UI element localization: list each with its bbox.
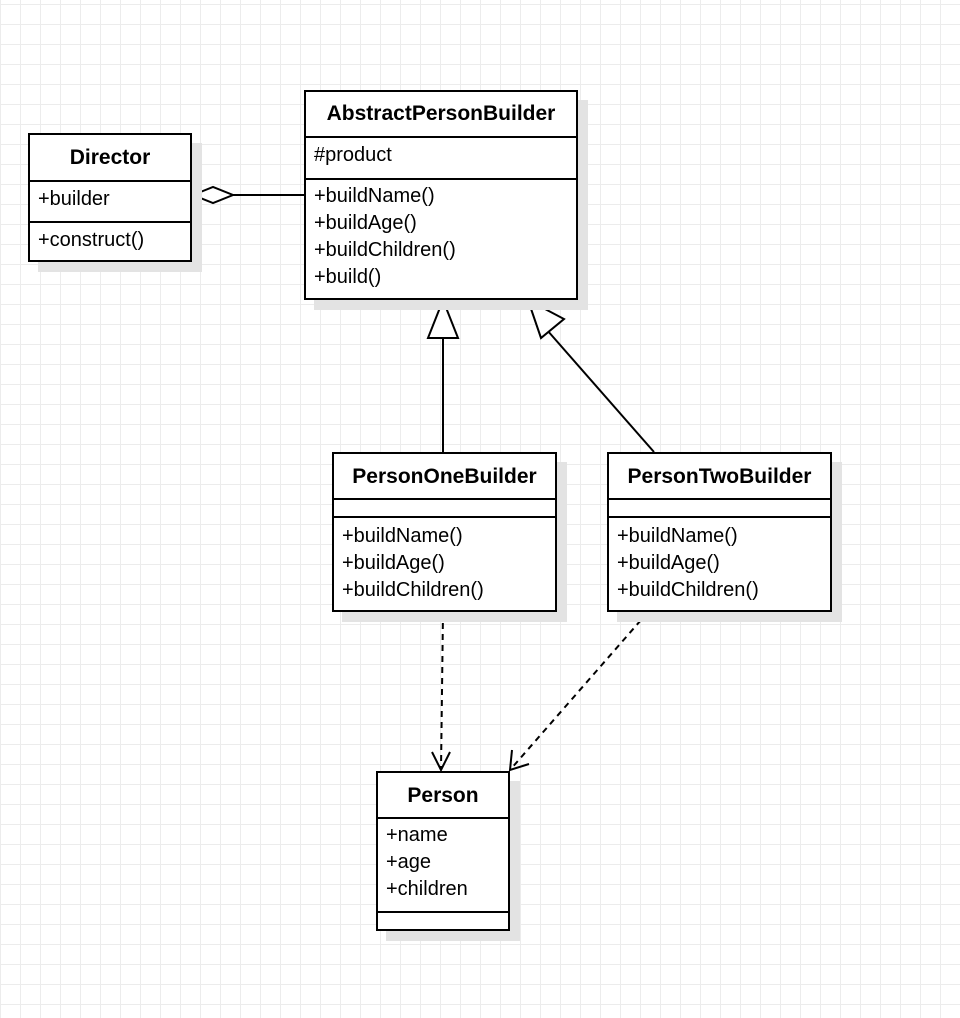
class-name: AbstractPersonBuilder xyxy=(306,92,576,138)
attribute: +children xyxy=(386,878,468,900)
attributes-section: #product xyxy=(306,138,576,180)
attributes-section xyxy=(334,500,555,518)
generalization-line-two xyxy=(546,329,655,453)
method: +buildName() xyxy=(617,525,738,547)
method: +buildChildren() xyxy=(342,579,484,601)
generalization-arrowhead-one xyxy=(426,297,460,339)
dependency-arrowhead-one xyxy=(431,751,451,773)
method: +buildName() xyxy=(314,185,435,207)
dependency-line-two xyxy=(509,611,649,771)
class-director[interactable]: Director +builder +construct() xyxy=(28,133,192,262)
class-person-two-builder[interactable]: PersonTwoBuilder +buildName() +buildAge(… xyxy=(607,452,832,612)
attributes-section xyxy=(609,500,830,518)
attribute: +age xyxy=(386,851,432,873)
method: +build() xyxy=(314,266,382,288)
method: +buildAge() xyxy=(617,552,720,574)
methods-section: +buildName() +buildAge() +buildChildren(… xyxy=(334,518,555,604)
methods-section: +buildName() +buildAge() +buildChildren(… xyxy=(306,180,576,291)
attributes-section: +name +age +children xyxy=(378,819,508,913)
dependency-arrowhead-two xyxy=(508,749,530,772)
attribute: +name xyxy=(386,824,448,846)
generalization-arrowhead-two xyxy=(526,297,566,340)
aggregation-diamond xyxy=(190,185,236,205)
method: +buildName() xyxy=(342,525,463,547)
method: +buildChildren() xyxy=(617,579,759,601)
class-name: PersonTwoBuilder xyxy=(609,454,830,500)
class-name: Director xyxy=(30,135,190,182)
method: +construct() xyxy=(38,229,145,251)
methods-section: +construct() xyxy=(30,223,190,254)
class-person[interactable]: Person +name +age +children xyxy=(376,771,510,931)
attributes-section: +builder xyxy=(30,182,190,223)
method: +buildChildren() xyxy=(314,239,456,261)
method: +buildAge() xyxy=(314,212,417,234)
methods-section: +buildName() +buildAge() +buildChildren(… xyxy=(609,518,830,604)
attribute: #product xyxy=(314,144,392,166)
class-person-one-builder[interactable]: PersonOneBuilder +buildName() +buildAge(… xyxy=(332,452,557,612)
dependency-line-one xyxy=(440,611,444,771)
attribute: +builder xyxy=(38,188,110,210)
class-name: PersonOneBuilder xyxy=(334,454,555,500)
class-name: Person xyxy=(378,773,508,819)
class-abstract-person-builder[interactable]: AbstractPersonBuilder #product +buildNam… xyxy=(304,90,578,300)
method: +buildAge() xyxy=(342,552,445,574)
